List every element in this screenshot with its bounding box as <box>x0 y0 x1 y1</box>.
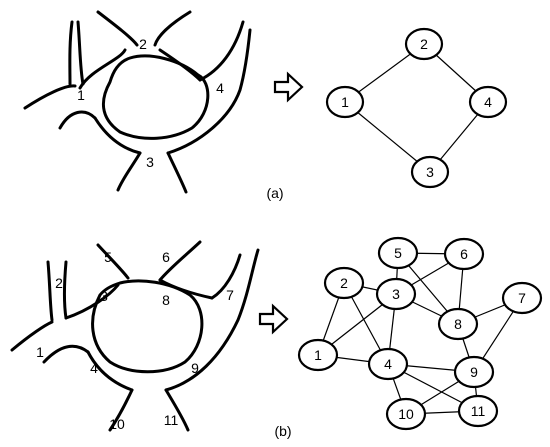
road-label: 11 <box>164 412 179 428</box>
road-labels-b: 1 2 3 4 5 6 7 8 9 10 11 <box>36 249 234 432</box>
graph-node: 6 <box>443 237 485 271</box>
node-label: 4 <box>384 356 392 372</box>
node-ellipse <box>375 277 417 311</box>
node-label: 3 <box>426 164 434 180</box>
node-label: 5 <box>394 245 402 261</box>
road-label: 3 <box>146 154 154 170</box>
node-ellipse <box>410 155 450 189</box>
road-labels-a: 1 2 3 4 <box>77 36 224 170</box>
node-label: 7 <box>518 290 526 306</box>
graph-node: 1 <box>325 85 365 119</box>
road-label: 9 <box>191 360 199 376</box>
graph-node: 3 <box>375 277 417 311</box>
road-sketch-b <box>10 240 260 432</box>
road-label: 3 <box>100 288 108 304</box>
node-label: 6 <box>460 246 468 262</box>
node-ellipse <box>457 394 499 428</box>
node-ellipse <box>325 85 365 119</box>
graph-node: 8 <box>437 307 479 341</box>
graph-node: 4 <box>367 347 409 381</box>
node-ellipse <box>501 281 543 315</box>
node-ellipse <box>367 347 409 381</box>
node-ellipse <box>377 236 419 270</box>
node-label: 1 <box>341 94 349 110</box>
node-label: 2 <box>420 36 428 52</box>
node-label: 1 <box>314 347 322 363</box>
transform-arrow-icon <box>273 71 304 103</box>
road-label: 2 <box>55 275 63 291</box>
road-label: 8 <box>162 292 170 308</box>
graph-node: 2 <box>404 27 444 61</box>
node-label: 2 <box>340 275 348 291</box>
panel-caption-a: (a) <box>266 185 283 201</box>
road-label: 4 <box>216 80 224 96</box>
graph-node: 1 <box>297 338 339 372</box>
road-label: 6 <box>162 249 170 265</box>
node-label: 8 <box>454 316 462 332</box>
graph-nodes-a: 1 2 3 4 <box>325 27 508 189</box>
graph-node: 4 <box>468 85 508 119</box>
node-label: 10 <box>398 406 414 422</box>
node-ellipse <box>437 307 479 341</box>
graph-node: 10 <box>385 397 427 431</box>
node-ellipse <box>404 27 444 61</box>
node-label: 4 <box>484 94 492 110</box>
graph-node: 9 <box>453 355 495 389</box>
graph-edges-a <box>344 43 489 173</box>
road-label: 10 <box>109 416 125 432</box>
node-label: 3 <box>392 286 400 302</box>
node-ellipse <box>385 397 427 431</box>
node-ellipse <box>468 85 508 119</box>
graph-edge <box>344 101 431 173</box>
road-label: 1 <box>36 344 44 360</box>
node-label: 9 <box>470 364 478 380</box>
road-label: 4 <box>90 360 98 376</box>
road-label: 7 <box>226 287 234 303</box>
transform-arrow-icon <box>258 303 289 335</box>
node-ellipse <box>323 266 365 300</box>
panel-caption-b: (b) <box>274 423 291 439</box>
road-label: 1 <box>77 87 85 103</box>
road-label: 5 <box>104 249 112 265</box>
graph-node: 2 <box>323 266 365 300</box>
road-sketch-a <box>23 10 252 194</box>
node-ellipse <box>443 237 485 271</box>
graph-node: 5 <box>377 236 419 270</box>
road-label: 2 <box>139 36 147 52</box>
graph-nodes-b: 1 2 3 4 5 6 7 8 9 10 11 <box>297 236 543 431</box>
node-ellipse <box>453 355 495 389</box>
node-ellipse <box>297 338 339 372</box>
graph-node: 11 <box>457 394 499 428</box>
node-label: 11 <box>471 403 486 419</box>
graph-node: 7 <box>501 281 543 315</box>
graph-node: 3 <box>410 155 450 189</box>
